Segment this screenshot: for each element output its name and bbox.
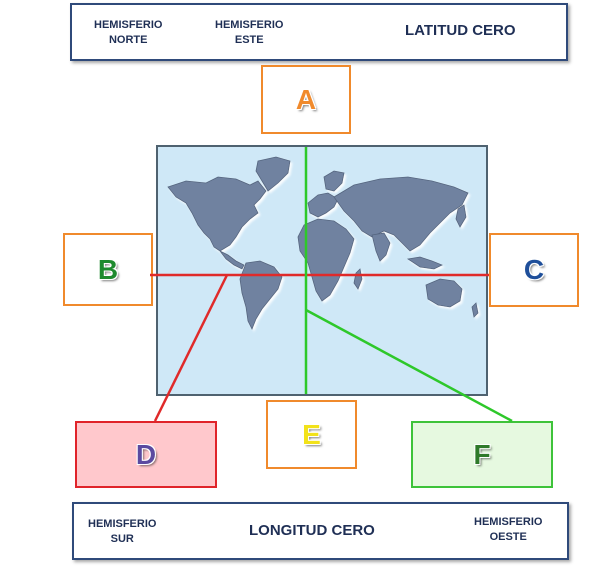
label-box-f[interactable]: F — [411, 421, 553, 488]
label-box-a[interactable]: A — [261, 65, 351, 134]
australia-shape — [425, 278, 463, 308]
africa-shape — [297, 218, 355, 302]
letter-e: E — [302, 418, 321, 450]
japan-shape — [455, 204, 467, 228]
europe-shape — [307, 192, 339, 218]
india-shape — [371, 232, 391, 262]
label-box-d[interactable]: D — [75, 421, 217, 488]
letter-b: B — [97, 253, 119, 285]
indonesia-shape — [406, 256, 443, 270]
scandinavia-shape — [323, 170, 345, 192]
madagascar-shape — [353, 268, 363, 290]
south-america-shape — [239, 260, 283, 330]
asia-shape — [333, 176, 469, 252]
greenland-shape — [255, 156, 291, 192]
north-america-shape — [167, 176, 267, 252]
term-hemisferio-sur[interactable]: HEMISFERIO SUR — [88, 518, 157, 545]
bottom-word-bank: HEMISFERIO SUR LONGITUD CERO HEMISFERIO … — [72, 502, 569, 560]
central-america-shape — [219, 250, 245, 270]
world-map-image — [167, 156, 479, 330]
label-box-b[interactable]: B — [63, 233, 153, 306]
letter-c: C — [523, 254, 545, 285]
term-hemisferio-este[interactable]: HEMISFERIO ESTE — [215, 19, 284, 46]
letter-a: A — [295, 83, 317, 115]
term-hemisferio-norte[interactable]: HEMISFERIO NORTE — [94, 19, 163, 46]
new-zealand-shape — [471, 302, 479, 318]
term-longitud-cero[interactable]: LONGITUD CERO — [249, 522, 375, 539]
term-latitud-cero[interactable]: LATITUD CERO — [405, 22, 516, 39]
letter-d: D — [135, 438, 157, 470]
term-hemisferio-oeste[interactable]: HEMISFERIO OESTE — [474, 516, 543, 543]
top-word-bank: HEMISFERIO NORTE HEMISFERIO ESTE LATITUD… — [70, 3, 568, 61]
label-box-c[interactable]: C — [489, 233, 579, 307]
label-box-e[interactable]: E — [266, 400, 357, 469]
world-map — [156, 145, 488, 396]
letter-f: F — [473, 438, 491, 470]
